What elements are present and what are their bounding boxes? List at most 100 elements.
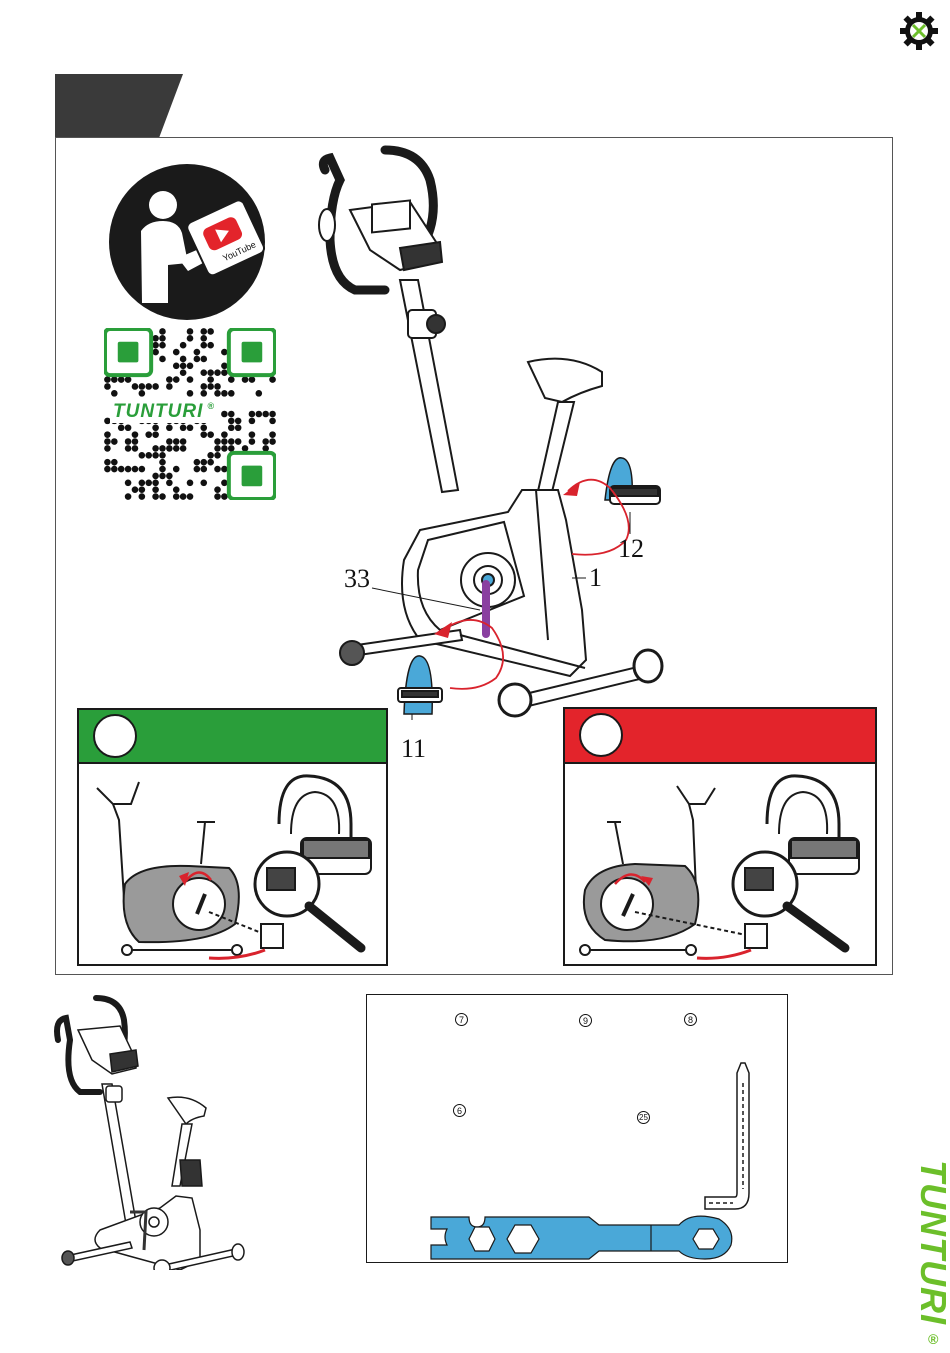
qr-module bbox=[221, 363, 228, 370]
qr-module bbox=[262, 445, 269, 452]
callout-frame: 1 bbox=[589, 565, 602, 591]
qr-module bbox=[214, 452, 221, 459]
brand-name-vertical: TUNTURI bbox=[913, 1160, 950, 1325]
qr-finder-inner bbox=[242, 342, 263, 363]
qr-module bbox=[207, 383, 214, 390]
qr-module bbox=[132, 431, 139, 438]
qr-module bbox=[159, 493, 166, 500]
qr-module bbox=[207, 431, 214, 438]
qr-module bbox=[187, 335, 194, 342]
qr-module bbox=[159, 335, 166, 342]
callout-pedal-right: 12 bbox=[618, 536, 644, 562]
correct-panel bbox=[77, 708, 388, 966]
qr-module bbox=[269, 411, 276, 418]
qr-module bbox=[249, 411, 256, 418]
qr-module bbox=[159, 328, 166, 335]
qr-module bbox=[200, 479, 207, 486]
qr-module bbox=[221, 438, 228, 445]
qr-module bbox=[200, 369, 207, 376]
qr-module bbox=[200, 390, 207, 397]
qr-module bbox=[104, 466, 111, 473]
qr-module bbox=[200, 335, 207, 342]
qr-module bbox=[249, 431, 256, 438]
qr-finder-inner bbox=[118, 342, 139, 363]
bike-thumbnail bbox=[40, 990, 260, 1270]
qr-module bbox=[200, 466, 207, 473]
qr-module bbox=[221, 445, 228, 452]
qr-module bbox=[207, 328, 214, 335]
qr-module bbox=[111, 438, 118, 445]
qr-module bbox=[166, 438, 173, 445]
qr-module bbox=[173, 363, 180, 370]
qr-module bbox=[200, 356, 207, 363]
qr-module bbox=[255, 390, 262, 397]
qr-module bbox=[180, 493, 187, 500]
qr-module bbox=[152, 431, 159, 438]
qr-module bbox=[200, 383, 207, 390]
qr-module bbox=[228, 424, 235, 431]
part-number-6: 6 bbox=[453, 1104, 466, 1117]
qr-module bbox=[194, 356, 201, 363]
qr-module bbox=[249, 438, 256, 445]
qr-module bbox=[187, 376, 194, 383]
qr-module bbox=[214, 438, 221, 445]
qr-module bbox=[125, 479, 132, 486]
qr-module bbox=[187, 363, 194, 370]
step-tab bbox=[55, 74, 185, 138]
part-number-8: 8 bbox=[684, 1013, 697, 1026]
qr-module bbox=[145, 479, 152, 486]
qr-module bbox=[173, 486, 180, 493]
qr-module bbox=[152, 486, 159, 493]
qr-module bbox=[221, 390, 228, 397]
qr-module bbox=[125, 493, 132, 500]
qr-module bbox=[159, 459, 166, 466]
qr-module bbox=[104, 438, 111, 445]
qr-module bbox=[187, 328, 194, 335]
video-badge: YouTube bbox=[108, 163, 266, 321]
qr-module bbox=[118, 376, 125, 383]
qr-module bbox=[111, 376, 118, 383]
qr-module bbox=[145, 383, 152, 390]
qr-module bbox=[180, 445, 187, 452]
qr-module bbox=[249, 376, 256, 383]
qr-module bbox=[255, 411, 262, 418]
qr-module bbox=[187, 479, 194, 486]
part-number-9: 9 bbox=[579, 1014, 592, 1027]
qr-module bbox=[214, 390, 221, 397]
qr-module bbox=[242, 376, 249, 383]
parts-box: 7 9 8 6 25 bbox=[366, 994, 788, 1263]
qr-module bbox=[152, 424, 159, 431]
wrench-tool-icon bbox=[429, 1215, 739, 1265]
qr-module bbox=[139, 452, 146, 459]
qr-module bbox=[111, 459, 118, 466]
callout-pedal-left: 11 bbox=[401, 736, 426, 762]
qr-module bbox=[173, 438, 180, 445]
qr-module bbox=[221, 493, 228, 500]
qr-module bbox=[118, 424, 125, 431]
qr-module bbox=[180, 356, 187, 363]
qr-module bbox=[152, 493, 159, 500]
allen-key-icon bbox=[701, 1059, 761, 1219]
qr-module bbox=[152, 342, 159, 349]
qr-module bbox=[104, 383, 111, 390]
qr-module bbox=[104, 431, 111, 438]
qr-module bbox=[159, 342, 166, 349]
qr-module bbox=[125, 424, 132, 431]
qr-module bbox=[187, 390, 194, 397]
qr-module bbox=[173, 349, 180, 356]
qr-module bbox=[104, 445, 111, 452]
qr-module bbox=[228, 438, 235, 445]
qr-module bbox=[269, 431, 276, 438]
qr-module bbox=[139, 493, 146, 500]
qr-module bbox=[132, 438, 139, 445]
qr-module bbox=[207, 459, 214, 466]
qr-module bbox=[269, 418, 276, 425]
correct-indicator-circle bbox=[93, 714, 137, 758]
qr-module bbox=[132, 445, 139, 452]
qr-module bbox=[269, 438, 276, 445]
qr-module bbox=[180, 438, 187, 445]
qr-module bbox=[180, 363, 187, 370]
qr-module bbox=[166, 376, 173, 383]
qr-module bbox=[187, 493, 194, 500]
qr-module bbox=[152, 383, 159, 390]
